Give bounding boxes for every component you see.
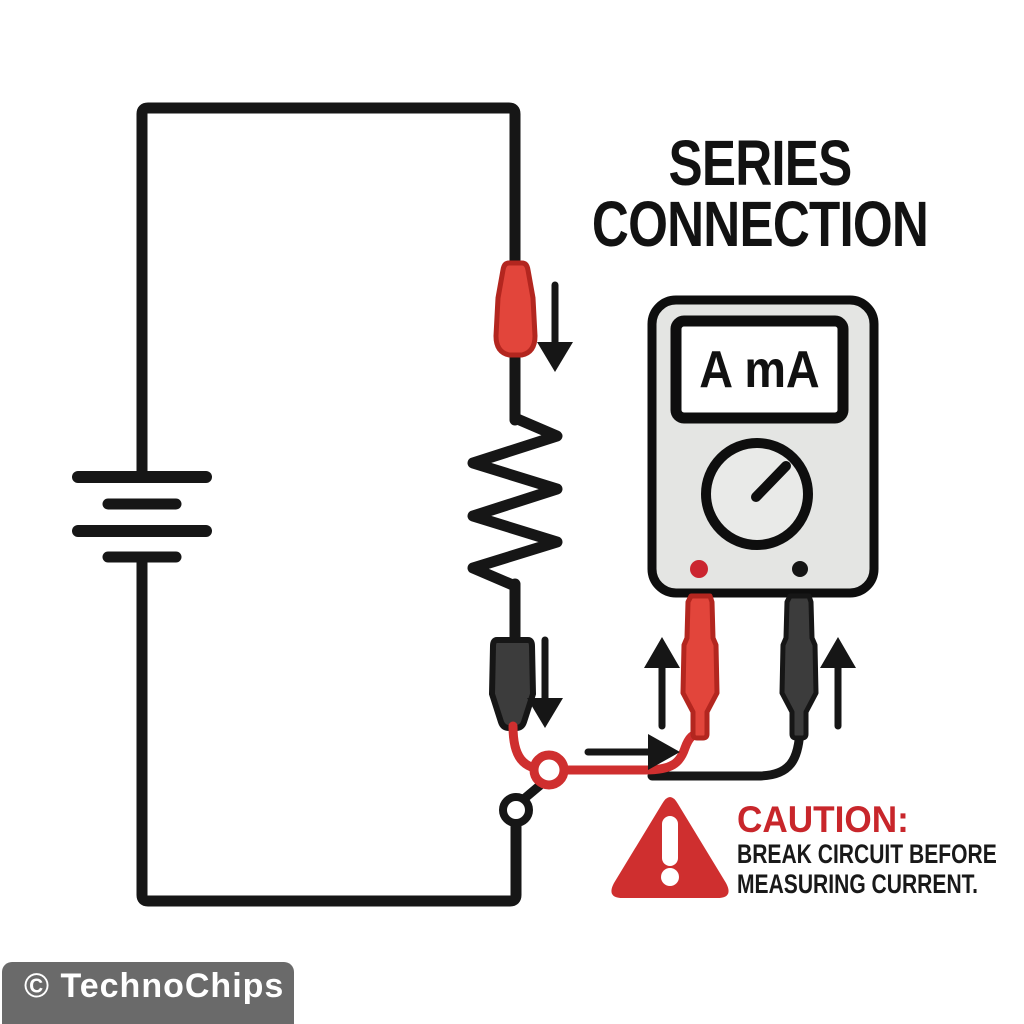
multimeter: [647, 295, 879, 741]
caution-line-1: BREAK CIRCUIT BEFORE: [737, 839, 997, 869]
multimeter-display: [670, 315, 849, 424]
watermark-banner: [2, 962, 294, 1024]
current-arrow-down-top: [537, 281, 573, 372]
current-arrow-up-red-lead: [644, 637, 680, 730]
open-circuit-node-red: [529, 750, 569, 790]
current-arrow-up-black-lead: [820, 637, 856, 730]
watermark-text: © TechnoChips: [24, 967, 285, 1005]
black-test-lead-circuit: [489, 637, 536, 731]
caution-line-2: MEASURING CURRENT.: [737, 869, 979, 899]
title-line-2: CONNECTION: [591, 188, 929, 260]
multimeter-black-probe: [779, 593, 819, 741]
title-line-1: SERIES: [668, 127, 853, 199]
multimeter-red-probe: [680, 593, 720, 741]
wire-bottom-loop: [136, 556, 522, 907]
wire-top-loop: [136, 102, 521, 482]
resistor-icon: [467, 412, 563, 592]
current-arrow-down-lower: [527, 636, 563, 728]
warning-triangle-icon: [611, 797, 729, 898]
red-test-lead-circuit: [493, 260, 538, 358]
current-arrow-right: [584, 734, 680, 770]
exclamation-dot: [661, 868, 679, 886]
open-circuit-node-black: [499, 793, 533, 827]
caution-heading: CAUTION:: [737, 799, 909, 840]
jack-red: [690, 560, 708, 578]
jack-black: [792, 561, 808, 577]
page-title: SERIES CONNECTION: [584, 127, 936, 260]
dial-pointer: [751, 461, 791, 502]
multimeter-display-label: A mA: [699, 340, 820, 399]
battery-icon: [72, 471, 212, 563]
